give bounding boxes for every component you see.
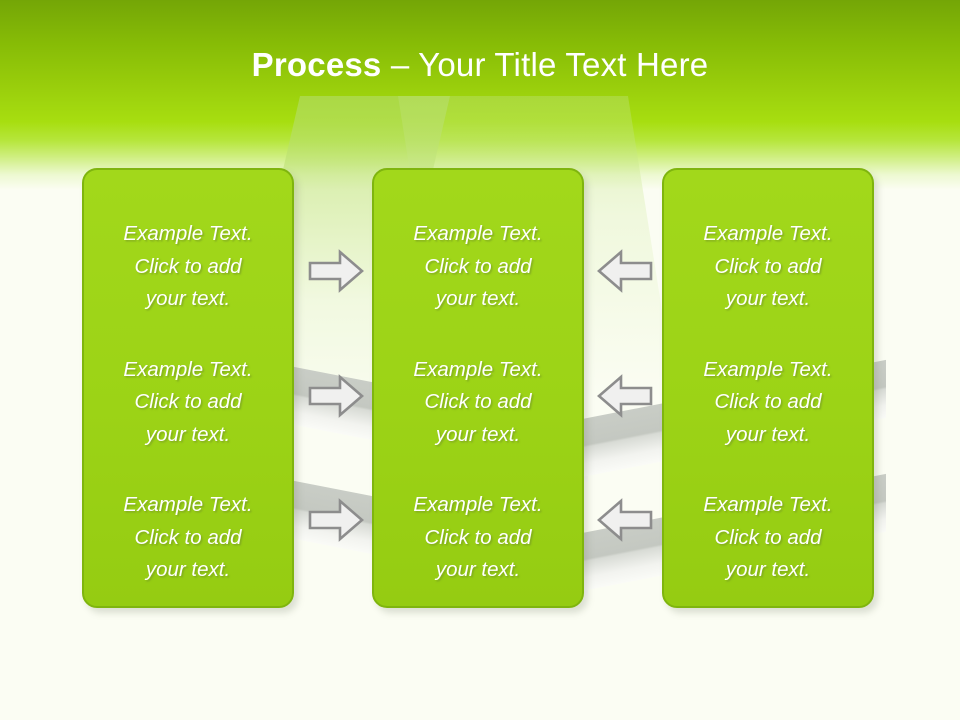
- arrow-right-icon[interactable]: [307, 248, 365, 294]
- text-placeholder[interactable]: Example Text. Click to add your text.: [413, 222, 543, 310]
- text-placeholder[interactable]: Example Text. Click to add your text.: [703, 222, 833, 310]
- page-title-light: – Your Title Text Here: [381, 46, 709, 83]
- text-placeholder[interactable]: Example Text. Click to add your text.: [413, 357, 543, 446]
- page-title: Process – Your Title Text Here: [0, 44, 960, 86]
- arrow-right-icon[interactable]: [307, 373, 365, 419]
- process-card-right[interactable]: Example Text. Click to add your text. Ex…: [662, 168, 874, 608]
- text-placeholder[interactable]: Example Text. Click to add your text.: [123, 493, 253, 581]
- arrow-left-icon[interactable]: [596, 497, 654, 543]
- arrow-left-icon[interactable]: [596, 373, 654, 419]
- process-card-left[interactable]: Example Text. Click to add your text. Ex…: [82, 168, 294, 608]
- text-placeholder[interactable]: Example Text. Click to add your text.: [703, 357, 833, 446]
- page-title-bold: Process: [251, 46, 382, 83]
- text-placeholder[interactable]: Example Text. Click to add your text.: [123, 222, 253, 310]
- arrow-left-icon[interactable]: [596, 248, 654, 294]
- text-placeholder[interactable]: Example Text. Click to add your text.: [413, 493, 543, 581]
- header-gradient-band: [0, 0, 960, 190]
- text-placeholder[interactable]: Example Text. Click to add your text.: [703, 493, 833, 581]
- arrow-right-icon[interactable]: [307, 497, 365, 543]
- text-placeholder[interactable]: Example Text. Click to add your text.: [123, 357, 253, 446]
- process-card-middle[interactable]: Example Text. Click to add your text. Ex…: [372, 168, 584, 608]
